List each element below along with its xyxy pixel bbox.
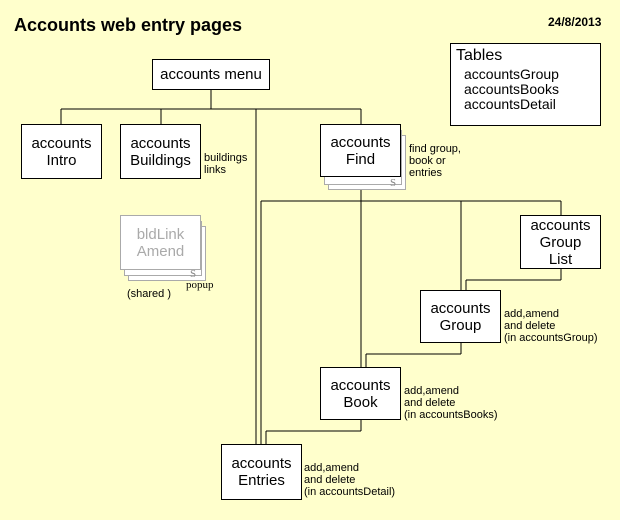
note-line: add,amend [404,385,460,397]
tables-list: accountsGroup accountsBooks accountsDeta… [464,67,600,112]
tables-legend: Tables accountsGroup accountsBooks accou… [450,43,601,126]
node-label: List [548,250,573,268]
note-line: book or [409,155,446,167]
note-line: entries [409,167,443,179]
node-accounts-entries[interactable]: accounts Entries [221,444,302,500]
node-label: accounts [430,299,491,317]
node-accounts-menu[interactable]: accounts menu [152,59,270,90]
node-label: Intro [46,151,77,169]
note-buildings: buildings links [204,152,247,176]
node-accounts-buildings[interactable]: accounts Buildings [120,124,201,179]
node-label: accounts [231,455,292,472]
stack-marker: S [190,268,197,280]
note-line: and delete [304,474,356,486]
node-label: accounts [130,134,191,152]
stack-marker: S [390,177,397,189]
note-entries: add,amend and delete (in accountsDetail) [304,462,395,498]
note-line: (in accountsBooks) [404,409,498,421]
node-label: Find [345,150,376,168]
node-label: accounts [330,376,391,394]
note-line: add,amend [504,308,560,320]
node-label: accounts [31,134,92,152]
note-line: find group, [409,143,461,155]
node-label: Entries [238,472,285,489]
node-bldlink-amend[interactable]: bldLink Amend [120,215,201,270]
node-accounts-find[interactable]: accounts Find [320,124,401,177]
node-label: accounts [530,216,591,234]
table-item: accountsGroup [464,66,559,82]
tables-heading: Tables [456,47,503,64]
note-line: (in accountsGroup) [504,332,598,344]
note-line: add,amend [304,462,360,474]
node-accounts-intro[interactable]: accounts Intro [21,124,102,179]
node-label: Buildings [130,151,191,169]
note-line: and delete [504,320,556,332]
date-label: 24/8/2013 [548,15,602,29]
node-label: Amend [136,242,185,260]
node-label: accounts [330,133,391,151]
node-label: Group [539,233,582,251]
note-group: add,amend and delete (in accountsGroup) [504,308,598,344]
node-label: Book [343,393,378,411]
node-accounts-book[interactable]: accounts Book [320,367,401,420]
note-line: buildings [204,152,248,164]
node-label: accounts menu [160,66,262,83]
note-line: (in accountsDetail) [304,486,396,498]
node-label: bldLink [136,225,185,243]
node-accounts-group-list[interactable]: accounts Group List [520,215,601,269]
page-title: Accounts web entry pages [14,15,243,35]
note-line: links [204,164,227,176]
note-shared: (shared ) [127,288,172,300]
table-item: accountsBooks [464,81,559,97]
note-find: find group, book or entries [409,143,461,179]
note-line: and delete [404,397,456,409]
table-item: accountsDetail [464,96,556,112]
node-label: Group [439,316,482,334]
node-accounts-group[interactable]: accounts Group [420,290,501,343]
note-popup: popup [186,279,214,291]
note-book: add,amend and delete (in accountsBooks) [404,385,498,421]
